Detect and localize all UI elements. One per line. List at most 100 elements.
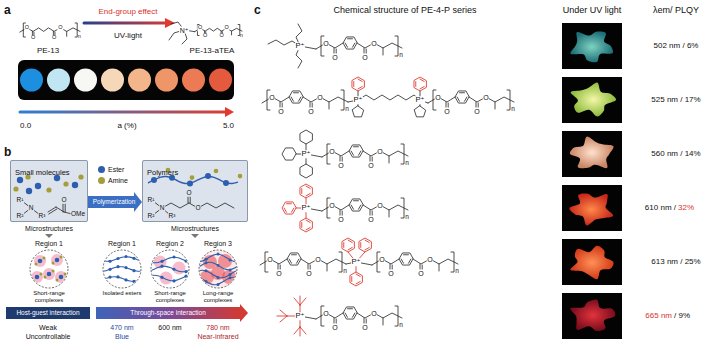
ring-bond [455,91,469,103]
atom-label: O [276,270,282,277]
ring-bond [415,82,416,87]
ring-bond [408,259,410,263]
axis-label: 0.0 [20,122,31,130]
polymer-name: PE-13 [37,47,59,55]
arrow-head [240,304,248,322]
photo-frame [562,131,622,177]
ring-bond [358,205,360,209]
ring-bond [300,184,312,198]
arrow-shaft [84,22,166,25]
region-caption: Short-range complexes [146,290,194,303]
box-fills [10,160,248,222]
atom-label: O [377,202,383,209]
ring-bond [289,91,303,103]
molecule-dot [223,180,229,186]
atom-label: O [379,256,385,263]
emission-spot [101,69,124,92]
atom-label: O [362,54,368,61]
ring-bond [352,77,364,91]
bond-line [358,95,420,100]
ring-bond [460,92,465,93]
powder-photo [570,246,613,279]
powder-photo [569,193,613,225]
ring-bond [306,227,310,229]
atom-label: O [198,26,203,32]
ring-bond [292,254,297,255]
emission-spot [182,69,205,92]
repeat-index: n [78,34,81,39]
sample-strip [18,60,234,100]
ring-bond [358,79,362,81]
bar-label: Through-space interaction [130,310,206,317]
ring-bond [298,97,300,101]
region-caption: Isolated esters [98,290,146,297]
atom-label: O [58,25,63,31]
atom-label: P⁺ [301,204,311,212]
atom-label: P⁺ [295,312,305,320]
molecule-dot [238,174,243,179]
artwork [13,18,622,339]
ring-bond [354,146,359,147]
molecule-dot [187,181,193,187]
ring-bond [306,186,310,188]
value-text: 610 nm / [645,204,676,212]
bond-line [469,97,514,102]
bond-line [301,259,346,264]
molecule-dot [214,169,219,174]
atom-label: O [306,270,312,277]
atom-label: N [28,205,34,212]
bond-line [49,209,57,214]
atom-label: O [377,148,383,155]
ring-bond [291,208,293,212]
ring-bond [352,43,354,47]
emission-spot [74,69,97,92]
box-title: Small molecules [15,169,70,177]
atom-label: O [61,197,67,204]
bond-line [413,259,458,264]
bond-line [428,97,455,103]
atom-label: O [186,190,192,197]
photo-frame [562,77,622,123]
bond-line [357,313,402,318]
atom-label: O [315,256,321,263]
interaction-bar: Through-space interaction [96,307,240,319]
ring-bond [414,106,425,117]
atom-label: O [308,108,314,115]
atom-label: P⁺ [301,150,311,158]
molecule-dot [35,183,41,189]
strength-label: Weak [39,324,57,331]
atom-label: O [483,94,489,101]
bond-line [300,327,306,334]
ring-bond [348,38,353,39]
ring-bond [420,79,424,81]
atom-label: O [474,108,480,115]
region-caption: Long-range complexes [194,290,242,303]
ring-bond [282,202,296,214]
emission-spot [128,69,151,92]
ring-bond [306,193,310,195]
atom-label: O [368,162,374,169]
molecule-dot [13,186,18,191]
bond-line [66,31,67,36]
region-outline [25,248,73,290]
column-header: λem/ PLQY [653,6,699,15]
photo-frame [562,239,622,285]
arrow-label: Polymerization [93,199,136,206]
bond-line [294,327,300,334]
bond-line [363,151,408,156]
box-fill [10,160,88,222]
powder-photo [571,83,616,117]
ring-bond [345,313,347,317]
emission-spot [47,69,70,92]
bond-line [280,310,287,316]
legend-text: Amine [108,177,128,184]
atom-label: O [338,162,344,169]
bond-line [389,156,390,163]
section-label: Microstructures [25,225,73,232]
powder-photo [570,137,614,169]
atom-label: N⁺ [179,27,189,34]
strength-label: Uncontrollable [26,333,71,340]
bond-line [231,31,232,35]
atom-label: O [332,324,338,331]
